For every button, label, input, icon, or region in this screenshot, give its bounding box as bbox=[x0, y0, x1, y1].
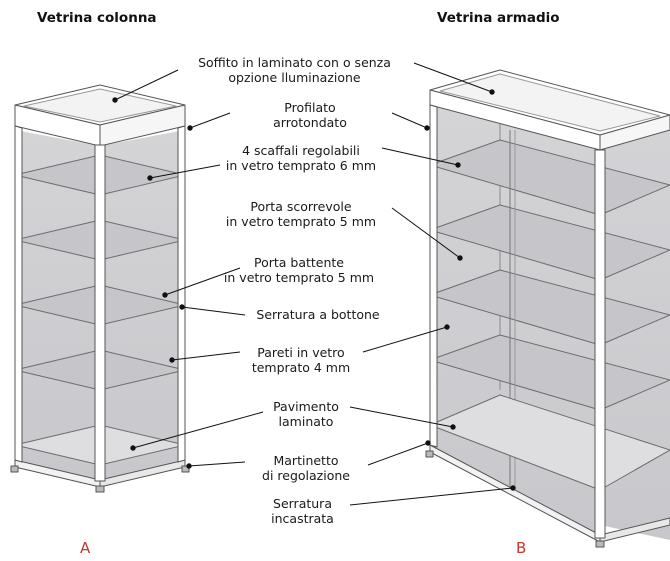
tag-a: A bbox=[80, 539, 91, 557]
label-shelves-line-2: in vetro temprato 6 mm bbox=[225, 158, 377, 173]
tag-b: B bbox=[516, 539, 527, 557]
label-button-lock: Serratura a bottone bbox=[240, 307, 396, 322]
label-leveling-foot-line-2: di regolazione bbox=[262, 468, 350, 483]
column-cabinet-title: Vetrina colonna bbox=[37, 10, 157, 26]
label-ceiling-line-2: opzione lluminazione bbox=[228, 70, 361, 85]
label-shelves-line-1: 4 scaffali regolabili bbox=[242, 143, 360, 158]
label-glass-walls-line-1: Pareti in vetro bbox=[257, 345, 345, 360]
column-cabinet-drawing bbox=[10, 84, 190, 493]
label-recessed-lock: Serratura incastrata bbox=[255, 496, 350, 526]
label-floor-line-1: Pavimento bbox=[273, 399, 339, 414]
label-sliding-door-line-2: in vetro temprato 5 mm bbox=[225, 214, 377, 229]
wardrobe-cabinet-drawing bbox=[425, 69, 670, 548]
label-sliding-door-line-1: Porta scorrevole bbox=[250, 199, 352, 214]
label-recessed-lock-line-2: incastrata bbox=[271, 511, 334, 526]
label-ceiling-line-1: Soffito in laminato con o senza bbox=[198, 55, 391, 70]
label-recessed-lock-line-1: Serratura bbox=[273, 496, 332, 511]
label-profile-line-1: Profilato bbox=[284, 100, 336, 115]
label-hinged-door: Porta battente in vetro temprato 5 mm bbox=[212, 255, 386, 285]
label-hinged-door-line-1: Porta battente bbox=[253, 255, 344, 270]
label-button-lock-line-1: Serratura a bottone bbox=[256, 307, 380, 322]
label-profile: Profilato arrotondato bbox=[230, 100, 390, 130]
label-leveling-foot-line-1: Martinetto bbox=[273, 453, 339, 468]
label-glass-walls-line-2: temprato 4 mm bbox=[251, 360, 351, 375]
label-shelves: 4 scaffali regolabili in vetro temprato … bbox=[214, 143, 388, 173]
label-profile-line-2: arrotondato bbox=[273, 115, 347, 130]
label-ceiling: Soffito in laminato con o senza opzione … bbox=[182, 55, 407, 85]
label-floor: Pavimento laminato bbox=[258, 399, 354, 429]
label-leveling-foot: Martinetto di regolazione bbox=[245, 453, 367, 483]
leader-lines bbox=[112, 62, 516, 506]
label-floor-line-2: laminato bbox=[278, 414, 334, 429]
wardrobe-cabinet-title: Vetrina armadio bbox=[437, 10, 560, 26]
label-sliding-door: Porta scorrevole in vetro temprato 5 mm bbox=[214, 199, 388, 229]
label-hinged-door-line-2: in vetro temprato 5 mm bbox=[223, 270, 375, 285]
label-glass-walls: Pareti in vetro temprato 4 mm bbox=[238, 345, 364, 375]
